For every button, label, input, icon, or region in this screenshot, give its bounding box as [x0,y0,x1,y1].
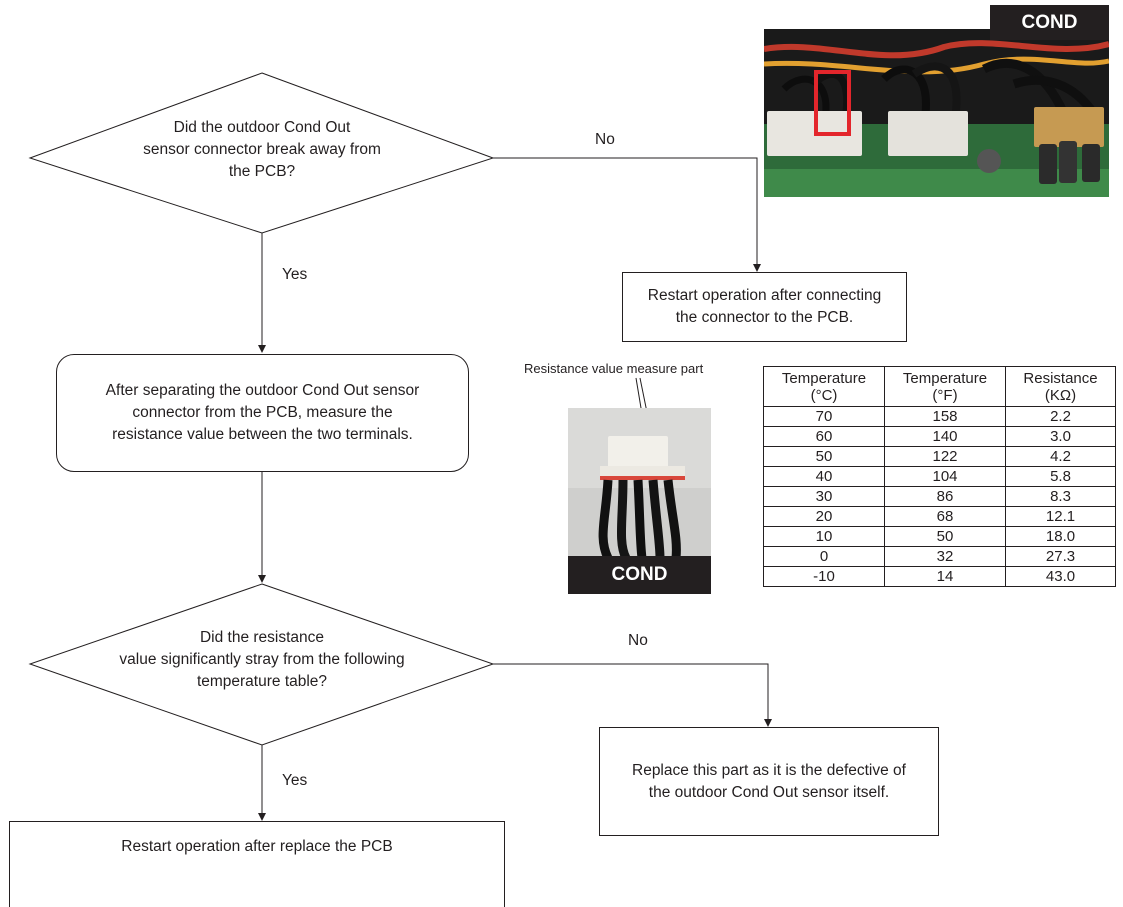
decision1-line: sensor connector break away from [143,141,381,158]
pcb-photo-tag: COND [990,5,1109,40]
pcb-connector-photo [764,29,1109,197]
table-cell-fahrenheit: 50 [884,526,1006,547]
table-cell-fahrenheit: 14 [884,566,1006,587]
table-cell-fahrenheit: 158 [884,406,1006,427]
header-celsius: Temperature (°C) [763,366,885,407]
table-cell-fahrenheit: 32 [884,546,1006,567]
decision2-line: Did the resistance [199,629,325,646]
reconnect-action-box: Restart operation after connecting the c… [622,272,907,342]
connector-photo-tag: COND [568,556,711,594]
table-row: 0 32 27.3 [763,546,1116,567]
decision2-text: Did the resistance value significantly s… [97,627,427,693]
header-text: Temperature [902,369,988,387]
replace-sensor-box: Replace this part as it is the defective… [599,727,939,836]
table-cell-resistance: 2.2 [1005,406,1116,427]
header-unit: (°C) [810,386,838,404]
decision2-no-label: No [628,632,648,649]
table-cell-fahrenheit: 140 [884,426,1006,447]
table-cell-resistance: 18.0 [1005,526,1116,547]
header-fahrenheit: Temperature (°F) [884,366,1006,407]
measure-line: resistance value between the two termina… [112,426,413,443]
table-cell-celsius: 60 [763,426,885,447]
decision1-no-label: No [595,131,615,148]
table-row: 20 68 12.1 [763,506,1116,527]
resistance-temperature-table: Temperature (°C) Temperature (°F) Resist… [763,366,1116,587]
measure-line: After separating the outdoor Cond Out se… [105,382,420,399]
replace-pcb-text: Restart operation after replace the PCB [121,838,393,855]
table-cell-celsius: 10 [763,526,885,547]
table-cell-fahrenheit: 104 [884,466,1006,487]
table-cell-celsius: 70 [763,406,885,427]
table-row: 70 158 2.2 [763,406,1116,427]
table-header-row: Temperature (°C) Temperature (°F) Resist… [763,366,1116,407]
pcb-photo-illustration [764,29,1109,197]
decision1-line: Did the outdoor Cond Out [173,119,351,136]
reconnect-line: Restart operation after connecting [647,287,882,304]
decision1-text: Did the outdoor Cond Out sensor connecto… [112,117,412,183]
table-cell-resistance: 12.1 [1005,506,1116,527]
decision1-line: the PCB? [228,163,296,180]
decision1-yes-label: Yes [282,266,308,283]
table-cell-celsius: 40 [763,466,885,487]
table-cell-fahrenheit: 86 [884,486,1006,507]
decision2-line: value significantly stray from the follo… [119,651,405,668]
table-cell-celsius: 50 [763,446,885,467]
decision1-no-connector [493,157,761,272]
table-cell-celsius: 0 [763,546,885,567]
table-cell-fahrenheit: 68 [884,506,1006,527]
table-cell-fahrenheit: 122 [884,446,1006,467]
table-cell-resistance: 4.2 [1005,446,1116,467]
header-text: Resistance [1023,369,1098,387]
replace-sensor-line: Replace this part as it is the defective… [632,761,906,779]
table-row: 10 50 18.0 [763,526,1116,547]
replace-pcb-box: Restart operation after replace the PCB [9,821,505,907]
decision2-no-connector [493,663,772,727]
table-row: 40 104 5.8 [763,466,1116,487]
table-cell-celsius: 20 [763,506,885,527]
header-text: Temperature [781,369,867,387]
measure-line: connector from the PCB, measure the [132,404,393,421]
table-row: 30 86 8.3 [763,486,1116,507]
measure-part-caption: Resistance value measure part [524,361,704,376]
decision2-yes-label: Yes [282,772,308,789]
table-row: 50 122 4.2 [763,446,1116,467]
header-unit: (KΩ) [1044,386,1077,404]
decision2-line: temperature table? [196,673,328,690]
table-cell-resistance: 27.3 [1005,546,1116,567]
replace-sensor-line: the outdoor Cond Out sensor itself. [648,783,890,801]
header-resistance: Resistance (KΩ) [1005,366,1116,407]
table-cell-resistance: 43.0 [1005,566,1116,587]
table-cell-resistance: 3.0 [1005,426,1116,447]
table-row: 60 140 3.0 [763,426,1116,447]
table-cell-celsius: 30 [763,486,885,507]
header-unit: (°F) [932,386,958,404]
reconnect-line: the connector to the PCB. [675,309,854,326]
table-cell-resistance: 8.3 [1005,486,1116,507]
table-row: -10 14 43.0 [763,566,1116,587]
table-cell-resistance: 5.8 [1005,466,1116,487]
measure-resistance-box: After separating the outdoor Cond Out se… [56,354,469,472]
table-cell-celsius: -10 [763,566,885,587]
